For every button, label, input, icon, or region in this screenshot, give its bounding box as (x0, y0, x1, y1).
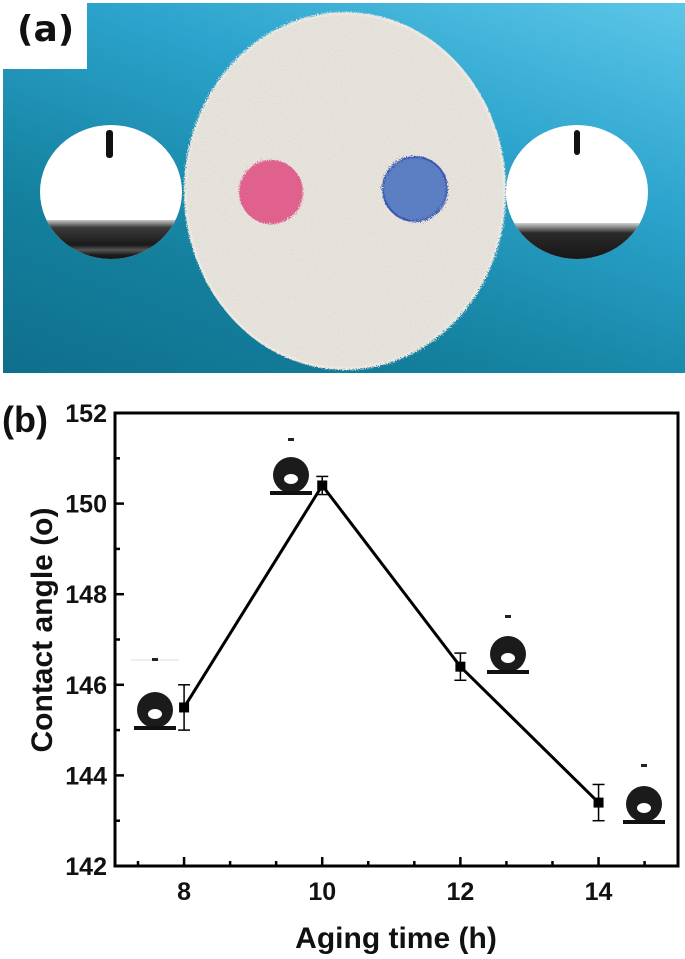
needle-tip (641, 764, 647, 767)
membrane-disk (184, 12, 506, 370)
membrane-photo (40, 12, 648, 370)
needle-tip (152, 658, 158, 661)
y-tick-label: 150 (65, 491, 107, 519)
y-tick-label: 152 (65, 400, 107, 428)
needle-icon (106, 130, 113, 158)
panel-a-label-box (3, 3, 87, 69)
y-tick-label: 142 (65, 853, 107, 881)
substrate-line (487, 670, 529, 674)
x-tick-label: 14 (585, 878, 613, 906)
water-droplet-icon (623, 764, 665, 824)
data-point-marker (593, 797, 604, 808)
blue-droplet-spot (382, 156, 448, 222)
droplet-insets (131, 438, 665, 824)
substrate-line (270, 491, 312, 495)
water-droplet-icon (270, 438, 312, 495)
pink-droplet-spot (239, 160, 303, 224)
needle-icon (574, 130, 580, 155)
droplet-highlight (284, 474, 298, 484)
x-tick-label: 8 (177, 878, 191, 906)
x-tick-label: 10 (308, 878, 336, 906)
water-droplet-icon (487, 615, 529, 674)
needle-tip (505, 615, 511, 618)
y-tick-label: 144 (65, 762, 107, 790)
data-point-marker (317, 480, 328, 491)
droplet-highlight (501, 653, 515, 663)
substrate-line (623, 820, 665, 824)
panel-b-label: (b) (2, 399, 48, 440)
y-tick-label: 146 (65, 672, 107, 700)
droplet-highlight (148, 709, 162, 719)
data-point-marker (179, 702, 190, 713)
droplet-highlight (637, 803, 651, 813)
substrate-line (134, 726, 176, 730)
x-tick-label: 12 (446, 878, 474, 906)
chart-ticks: 142 144 146 148 150 152 8 10 12 14 (65, 400, 646, 906)
x-axis-label: Aging time (h) (295, 922, 497, 955)
data-series (178, 475, 605, 822)
needle-tip (288, 438, 294, 441)
photo-panel-a: (a) (3, 3, 685, 373)
water-droplet-icon (131, 658, 179, 730)
data-line (182, 482, 600, 804)
panel-a-label: (a) (17, 9, 75, 50)
data-point-marker (455, 661, 466, 672)
y-tick-label: 148 (65, 581, 107, 609)
y-axis-label: Contact angle (o) (26, 508, 59, 753)
